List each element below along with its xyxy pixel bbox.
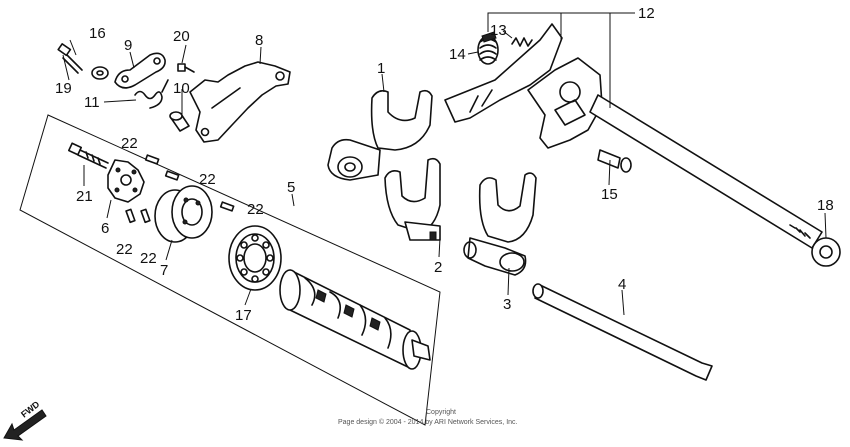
stopper-arm-9-drawing (114, 52, 166, 89)
fork-shaft-4-drawing (532, 283, 713, 381)
label-part-20: 20 (173, 28, 190, 45)
spring-11-drawing (134, 79, 169, 109)
label-part-14: 14 (449, 46, 466, 63)
plate-8-drawing (189, 61, 291, 143)
collar-10-drawing (169, 111, 190, 132)
seal-18-drawing (811, 237, 841, 267)
copyright-line-2: Page design © 2004 - 2014 by ARI Network… (338, 418, 518, 426)
bearing-7-drawing (154, 185, 213, 243)
bolt-21-drawing (67, 142, 109, 169)
spring-13-drawing (511, 37, 533, 47)
label-part-4: 4 (618, 276, 626, 293)
label-part-22-b: 22 (199, 171, 216, 188)
label-part-9: 9 (124, 37, 132, 54)
forward-arrow: FWD (3, 399, 47, 441)
label-part-22-e: 22 (140, 250, 157, 267)
shift-drum-5-drawing (279, 269, 431, 370)
shift-fork-1-drawing (327, 89, 433, 181)
label-part-10: 10 (173, 80, 190, 97)
bolt-19-drawing (57, 43, 83, 74)
label-part-18: 18 (817, 197, 834, 214)
pins-22-drawing (125, 154, 235, 224)
label-part-22-c: 22 (247, 201, 264, 218)
label-part-7: 7 (160, 262, 168, 279)
label-part-13: 13 (490, 22, 507, 39)
shift-fork-2-drawing (384, 157, 441, 241)
assembly-group-outline (19, 114, 441, 426)
label-part-17: 17 (235, 307, 252, 324)
spring-14-drawing (477, 31, 499, 65)
label-part-16: 16 (89, 25, 106, 42)
pin-15-drawing (597, 149, 632, 173)
shift-shaft-12-drawing (444, 23, 823, 249)
label-part-12: 12 (638, 5, 655, 22)
label-part-15: 15 (601, 186, 618, 203)
label-part-5: 5 (287, 179, 295, 196)
shift-fork-3-drawing (463, 172, 537, 276)
washer-16-drawing (91, 66, 109, 80)
label-part-1: 1 (377, 60, 385, 77)
label-part-2: 2 (434, 259, 442, 276)
leader-lines (62, 12, 827, 316)
label-part-6: 6 (101, 220, 109, 237)
label-part-22-a: 22 (121, 135, 138, 152)
bearing-17-drawing (228, 225, 282, 291)
label-part-22-d: 22 (116, 241, 133, 258)
label-part-21: 21 (76, 188, 93, 205)
star-plate-6-drawing (107, 159, 145, 203)
part-labels: 1 2 3 4 5 6 7 8 9 10 11 12 13 14 15 16 1… (55, 5, 834, 324)
bolt-20-drawing (177, 63, 195, 73)
label-part-3: 3 (503, 296, 511, 313)
label-part-11: 11 (84, 94, 100, 111)
label-part-19: 19 (55, 80, 72, 97)
label-part-8: 8 (255, 32, 263, 49)
copyright-line-1: Copyright (426, 409, 456, 416)
